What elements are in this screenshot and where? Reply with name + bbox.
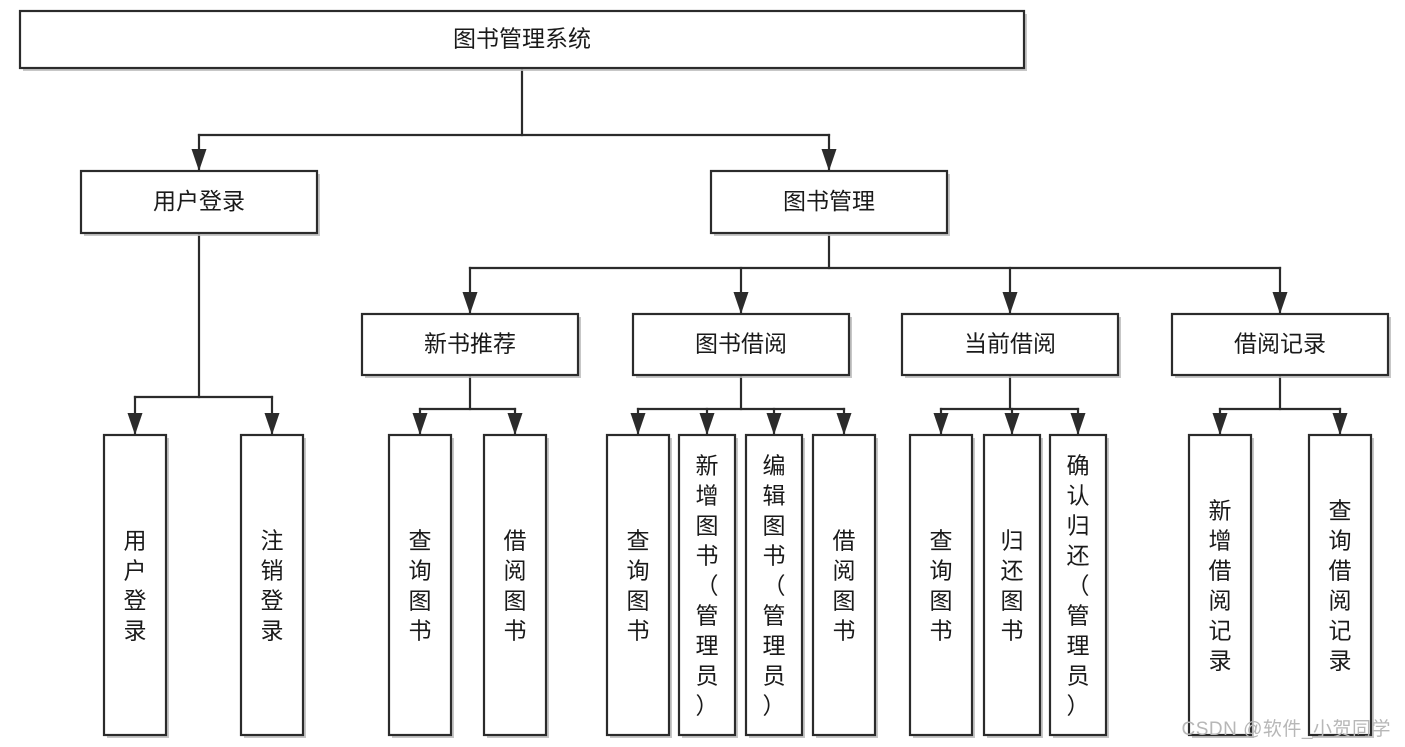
arrow-head-icon <box>1272 292 1288 314</box>
node-box[interactable] <box>79 169 319 235</box>
node-box[interactable] <box>1187 433 1253 737</box>
arrow-head-icon <box>412 413 428 435</box>
node-label: 归还图书 <box>1001 527 1024 643</box>
node-box[interactable] <box>1307 433 1373 737</box>
arrow-head-icon <box>733 292 749 314</box>
node-box[interactable] <box>387 433 453 737</box>
arrow-head-icon <box>1004 413 1020 435</box>
node-leaf_return_book[interactable]: 归还图书 <box>982 433 1043 738</box>
node-label: 用户登录 <box>124 527 147 643</box>
arrow-head-icon <box>127 413 143 435</box>
node-label: 当前借阅 <box>964 331 1056 357</box>
node-box[interactable] <box>102 433 168 737</box>
node-leaf_query_book_1[interactable]: 查询图书 <box>387 433 454 738</box>
arrow-head-icon <box>933 413 949 435</box>
connector-layer <box>127 66 1348 436</box>
node-book_borrow[interactable]: 图书借阅 <box>631 312 852 378</box>
node-box[interactable] <box>744 433 804 737</box>
node-box[interactable] <box>1048 433 1108 737</box>
node-root[interactable]: 图书管理系统 <box>18 9 1027 71</box>
node-label: 图书管理 <box>783 188 875 214</box>
node-box[interactable] <box>18 9 1026 70</box>
node-label: 借阅记录 <box>1234 331 1326 357</box>
node-leaf_borrow_book_2[interactable]: 借阅图书 <box>811 433 878 738</box>
node-label: 确认归还（管理员） <box>1067 452 1090 718</box>
node-leaf_query_record[interactable]: 查询借阅记录 <box>1307 433 1374 738</box>
node-leaf_query_book_2[interactable]: 查询图书 <box>605 433 672 738</box>
node-box[interactable] <box>709 169 949 235</box>
node-borrow_record[interactable]: 借阅记录 <box>1170 312 1391 378</box>
node-leaf_logout[interactable]: 注销登录 <box>239 433 306 738</box>
node-label: 查询图书 <box>627 527 650 643</box>
node-current_borrow[interactable]: 当前借阅 <box>900 312 1121 378</box>
node-label: 图书借阅 <box>695 331 787 357</box>
node-box[interactable] <box>360 312 580 377</box>
node-leaf_add_book[interactable]: 新增图书（管理员） <box>677 433 738 738</box>
arrow-head-icon <box>264 413 280 435</box>
csdn-watermark: CSDN @软件_小贺同学 <box>1181 719 1391 740</box>
node-leaf_user_login[interactable]: 用户登录 <box>102 433 169 738</box>
node-label: 新增借阅记录 <box>1209 497 1232 673</box>
node-label: 借阅图书 <box>504 527 527 643</box>
node-box[interactable] <box>900 312 1120 377</box>
node-box[interactable] <box>677 433 737 737</box>
node-box[interactable] <box>811 433 877 737</box>
node-label: 新增图书（管理员） <box>696 452 719 718</box>
node-box[interactable] <box>239 433 305 737</box>
node-new_book_rec[interactable]: 新书推荐 <box>360 312 581 378</box>
node-box[interactable] <box>631 312 851 377</box>
node-label: 借阅图书 <box>833 527 856 643</box>
node-label: 图书管理系统 <box>453 26 591 52</box>
node-box[interactable] <box>982 433 1042 737</box>
node-book_mgmt[interactable]: 图书管理 <box>709 169 950 236</box>
arrow-head-icon <box>836 413 852 435</box>
arrow-head-icon <box>699 413 715 435</box>
node-label: 查询借阅记录 <box>1329 497 1352 673</box>
node-user_login[interactable]: 用户登录 <box>79 169 320 236</box>
arrow-head-icon <box>462 292 478 314</box>
arrow-head-icon <box>1070 413 1086 435</box>
node-leaf_edit_book[interactable]: 编辑图书（管理员） <box>744 433 805 738</box>
arrow-head-icon <box>630 413 646 435</box>
arrow-head-icon <box>1332 413 1348 435</box>
arrow-head-icon <box>821 149 837 171</box>
arrow-head-icon <box>1212 413 1228 435</box>
node-box[interactable] <box>908 433 974 737</box>
node-leaf_borrow_book_1[interactable]: 借阅图书 <box>482 433 549 738</box>
node-label: 编辑图书（管理员） <box>763 452 786 718</box>
node-leaf_confirm_return[interactable]: 确认归还（管理员） <box>1048 433 1109 738</box>
node-box[interactable] <box>482 433 548 737</box>
arrow-head-icon <box>1002 292 1018 314</box>
node-label: 查询图书 <box>409 527 432 643</box>
arrow-head-icon <box>507 413 523 435</box>
node-label: 查询图书 <box>930 527 953 643</box>
node-label: 注销登录 <box>261 527 284 643</box>
node-layer: 图书管理系统用户登录图书管理新书推荐图书借阅当前借阅借阅记录用户登录注销登录查询… <box>18 9 1391 738</box>
node-label: 新书推荐 <box>424 331 516 357</box>
node-label: 用户登录 <box>153 188 245 214</box>
node-box[interactable] <box>605 433 671 737</box>
node-box[interactable] <box>1170 312 1390 377</box>
arrow-head-icon <box>766 413 782 435</box>
node-leaf_add_record[interactable]: 新增借阅记录 <box>1187 433 1254 738</box>
arrow-head-icon <box>191 149 207 171</box>
node-leaf_query_book_3[interactable]: 查询图书 <box>908 433 975 738</box>
